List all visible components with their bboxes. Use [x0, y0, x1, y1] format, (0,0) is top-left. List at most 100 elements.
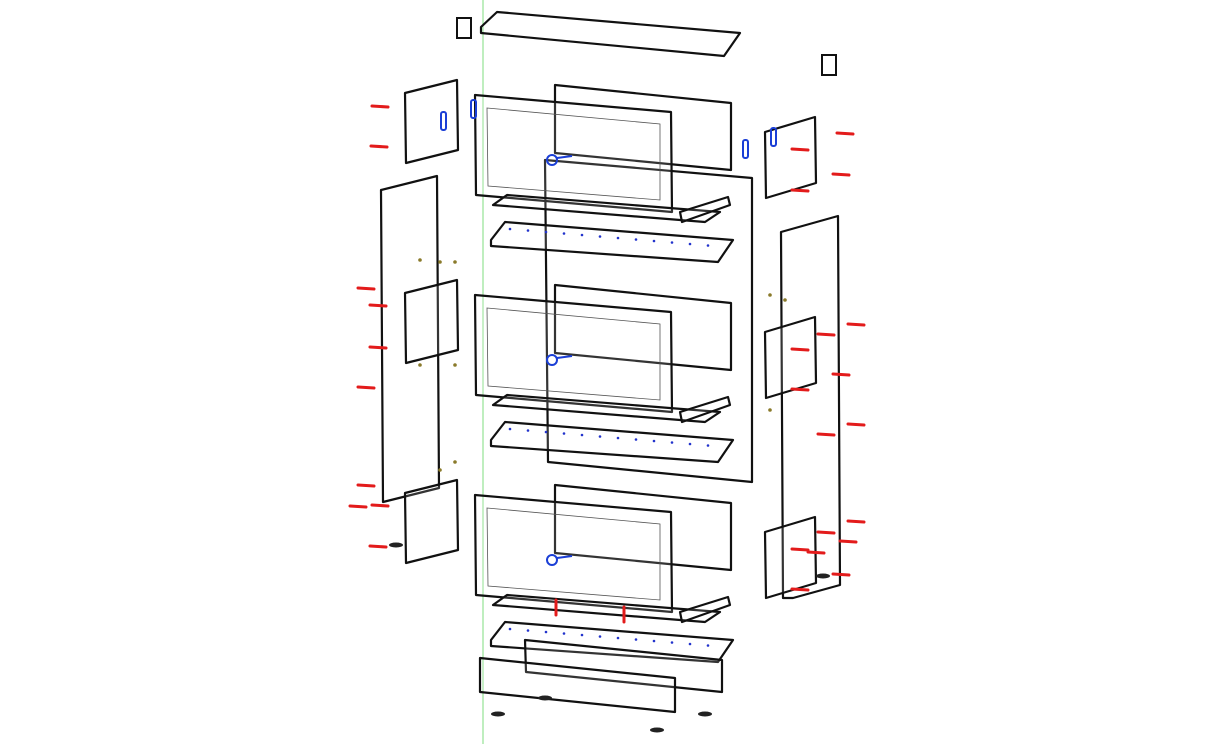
peg-dot: [453, 460, 457, 464]
screw-icon: [835, 131, 855, 136]
peg-dot: [768, 408, 772, 412]
panels: [379, 10, 842, 714]
dowel-dot: [544, 630, 548, 634]
peg-dot: [768, 293, 772, 297]
hinge-icon: [440, 111, 447, 131]
dowel-dot: [544, 230, 548, 234]
right-door-1: [763, 115, 818, 200]
screw-icon: [790, 587, 810, 592]
drawer-runner-2: [678, 395, 732, 424]
handle-icon: [546, 154, 558, 166]
plinth-front: [478, 656, 677, 714]
screw-icon: [790, 547, 810, 552]
drawer-runner-1: [678, 195, 732, 224]
dowel-dot: [652, 439, 656, 443]
foot-icon: [698, 711, 712, 717]
top-panel: [479, 10, 742, 58]
hinge-icon: [742, 139, 749, 159]
foot-icon: [650, 727, 664, 733]
peg-dot: [438, 468, 442, 472]
screw-icon: [356, 483, 376, 488]
dowel-dot: [508, 627, 512, 631]
dowel-dot: [598, 435, 602, 438]
dowel-dot: [562, 432, 566, 435]
dowel-dot: [706, 244, 710, 247]
hinge-icon: [770, 127, 777, 147]
dowel-dot: [598, 635, 602, 638]
corner-bracket-icon: [456, 17, 472, 39]
dowel-dot: [580, 633, 584, 637]
screw-icon: [368, 345, 388, 350]
screw-icon: [370, 503, 390, 508]
screw-icon: [356, 286, 376, 291]
screw-icon: [368, 544, 388, 549]
dowel-dot: [706, 644, 710, 647]
drawer-runner-3: [678, 595, 732, 624]
dowel-dot: [526, 229, 530, 232]
dowel-dot: [580, 433, 584, 437]
peg-dot: [453, 363, 457, 367]
peg-dot: [418, 258, 422, 262]
left-door-3: [403, 478, 460, 565]
dowel-dot: [580, 233, 584, 237]
screw-icon: [790, 347, 810, 352]
handle-stem: [556, 555, 573, 559]
dowel-dot: [634, 638, 638, 641]
screw-icon: [369, 144, 389, 149]
dowel-dot: [616, 636, 620, 640]
dowel-dot: [670, 641, 674, 644]
shelf-3: [489, 620, 735, 664]
screw-icon: [790, 188, 810, 193]
right-door-2: [763, 315, 818, 400]
dowel-dot: [652, 239, 656, 243]
drawer-front-3: [473, 493, 674, 614]
screw-icon: [816, 530, 836, 535]
drawer-inner-outline: [486, 507, 661, 601]
foot-icon: [538, 695, 552, 701]
screw-icon: [831, 372, 851, 377]
shelf-2: [489, 420, 735, 464]
dowel-dot: [544, 430, 548, 434]
screw-icon: [831, 172, 851, 177]
left-side-panel: [379, 174, 441, 504]
dowel-dot: [670, 441, 674, 444]
peg-dot: [453, 260, 457, 264]
left-door-1: [403, 78, 460, 165]
dowel-dot: [634, 438, 638, 441]
handle-icon: [546, 554, 558, 566]
dowel-dot: [670, 241, 674, 244]
details: [389, 17, 837, 733]
right-side-panel: [779, 214, 842, 600]
foot-icon: [389, 542, 403, 548]
dowel-dot: [688, 442, 692, 446]
left-door-2: [403, 278, 460, 365]
dowel-dot: [562, 232, 566, 235]
screw-icon: [838, 539, 858, 544]
dowel-dot: [616, 436, 620, 440]
drawer-front-2: [473, 293, 674, 414]
peg-dot: [438, 260, 442, 264]
dowel-dot: [508, 227, 512, 231]
screw-icon: [370, 104, 390, 109]
peg-dot: [783, 298, 787, 302]
foot-icon: [816, 573, 830, 579]
dowel-dot: [526, 429, 530, 432]
right-door-3: [763, 515, 818, 600]
handle-stem: [556, 355, 573, 359]
dowel-dot: [562, 632, 566, 635]
screw-icon: [368, 303, 388, 308]
dowel-dot: [508, 427, 512, 431]
foot-icon: [491, 711, 505, 717]
drawer-front-1: [473, 93, 674, 214]
dowel-dot: [688, 242, 692, 246]
screw-icon: [790, 387, 810, 392]
drawer-inner-outline: [486, 107, 661, 201]
dowel-dot: [652, 639, 656, 643]
handle-stem: [556, 155, 573, 159]
drawer-bottom-3: [491, 593, 722, 624]
handle-icon: [546, 354, 558, 366]
dowel-dot: [616, 236, 620, 240]
drawer-inner-outline: [486, 307, 661, 401]
screw-icon: [816, 432, 836, 437]
